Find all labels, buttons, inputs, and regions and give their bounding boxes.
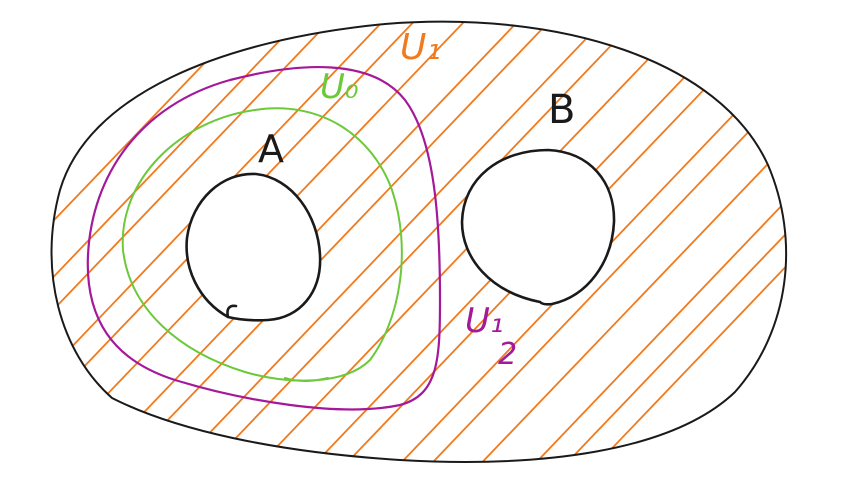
hatch-stroke bbox=[526, 21, 787, 462]
hatch-stroke bbox=[84, 21, 525, 462]
hatch-stroke bbox=[51, 21, 426, 462]
set-a-label: A bbox=[258, 127, 284, 171]
hatch-stroke bbox=[51, 21, 386, 462]
hatch-stroke bbox=[51, 21, 485, 462]
u0-boundary bbox=[121, 107, 403, 382]
u-half-denominator: 2 bbox=[498, 337, 518, 372]
hatch-stroke bbox=[51, 21, 207, 462]
hatch-stroke bbox=[51, 21, 266, 462]
set-b-boundary bbox=[460, 148, 616, 306]
hatch-stroke bbox=[305, 21, 744, 462]
u1-label: U₁ bbox=[400, 27, 441, 68]
hatch-stroke bbox=[433, 21, 787, 462]
hatch-stroke bbox=[596, 21, 787, 462]
set-a-boundary bbox=[185, 172, 322, 322]
set-b-label: B bbox=[548, 87, 576, 133]
hatch-stroke bbox=[689, 21, 787, 462]
hatch-stroke bbox=[654, 21, 787, 462]
hatch-stroke bbox=[247, 21, 704, 462]
hatch-stroke bbox=[340, 21, 784, 462]
hatch-stroke bbox=[51, 21, 127, 462]
hatch-stroke bbox=[119, 21, 565, 462]
u-half-label: U₁ bbox=[465, 301, 504, 341]
hatch-stroke bbox=[177, 21, 605, 462]
outer-space-boundary bbox=[50, 20, 788, 463]
u0-label: U₀ bbox=[320, 67, 359, 107]
hatch-stroke bbox=[51, 21, 87, 462]
hatch-stroke bbox=[212, 21, 645, 462]
hatch-stroke bbox=[51, 21, 167, 462]
hatch-stroke bbox=[51, 21, 306, 462]
hatch-stroke bbox=[747, 21, 787, 462]
hatch-stroke bbox=[561, 21, 787, 462]
u-half-boundary bbox=[86, 66, 442, 411]
hatch-stroke bbox=[468, 21, 787, 462]
